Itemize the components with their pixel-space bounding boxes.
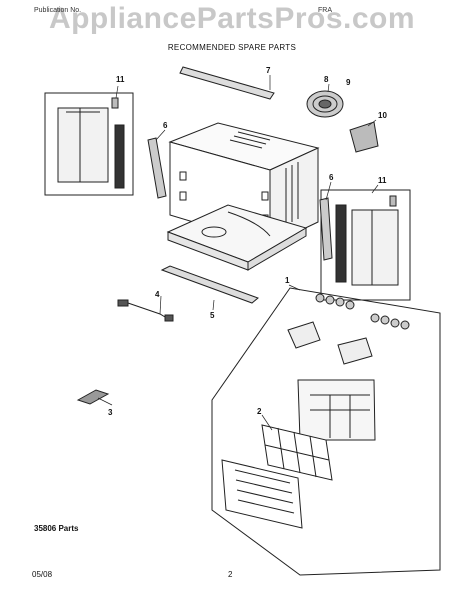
air-filter [261, 424, 333, 481]
model-label: FRA [318, 7, 332, 14]
publication-label: Publication No. [34, 7, 82, 14]
page-number: 2 [228, 570, 233, 579]
callout-3: 3 [108, 408, 113, 417]
front-grille [297, 379, 376, 441]
side-panel-right [320, 189, 411, 301]
callout-11-right: 11 [378, 176, 387, 185]
base-pan [166, 204, 308, 271]
side-panel-left [44, 92, 134, 196]
fan-motor-coil [306, 90, 344, 118]
louver-left [287, 321, 321, 349]
callout-6-right: 6 [329, 173, 334, 182]
callout-5: 5 [210, 311, 215, 320]
footer-date: 05/08 [32, 570, 53, 579]
callout-11-left: 11 [116, 75, 125, 84]
callout-7: 7 [266, 66, 271, 75]
control-knobs [315, 293, 410, 330]
callout-1: 1 [285, 276, 290, 285]
remote-control [76, 389, 110, 405]
callout-6-left: 6 [163, 121, 168, 130]
louver-right [337, 337, 373, 365]
top-rail [179, 66, 275, 100]
callout-4: 4 [155, 290, 160, 299]
power-cord [117, 299, 174, 322]
control-bracket [349, 121, 379, 153]
bottom-rail [160, 265, 259, 304]
callout-leaders [97, 75, 379, 431]
callout-8: 8 [324, 75, 329, 84]
front-louver-panel [221, 459, 303, 529]
callout-2: 2 [257, 407, 262, 416]
gasket-strip-right [319, 197, 333, 261]
gasket-strip-left [147, 137, 167, 199]
callout-10: 10 [378, 111, 387, 120]
page-subtitle: RECOMMENDED SPARE PARTS [167, 43, 297, 52]
callout-9: 9 [346, 78, 351, 87]
front-panel-kit-box [211, 287, 441, 576]
parts-count-label: 35806 Parts [34, 524, 79, 533]
watermark: AppliancePartsPros.com [48, 2, 416, 35]
